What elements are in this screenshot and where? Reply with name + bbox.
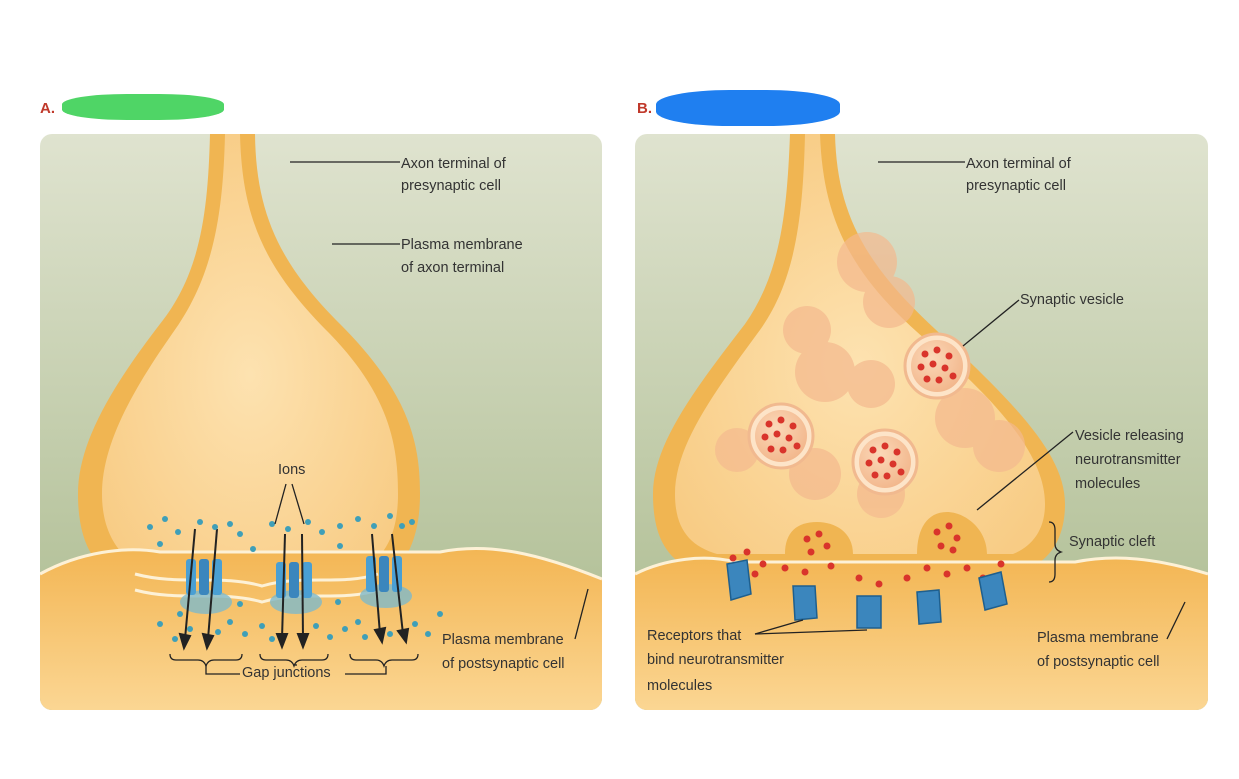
label-axon-terminal-line1: Axon terminal of <box>966 156 1071 172</box>
panel-b-leader-lines <box>754 161 1186 640</box>
releasing-vesicle-1 <box>803 530 831 556</box>
redaction-mark-b <box>656 90 840 126</box>
label-vesicle-releasing-line3: molecules <box>1075 476 1141 492</box>
label-plasma-membrane-axon-line2: of axon terminal <box>401 260 505 276</box>
label-plasma-membrane-post-line2: of postsynaptic cell <box>1037 654 1160 670</box>
axon-terminal-cytoplasm <box>102 134 398 572</box>
panel-b-illustration <box>635 134 1208 710</box>
label-plasma-membrane-post-line1: Plasma membrane <box>442 632 564 648</box>
label-axon-terminal-line1: Axon terminal of <box>401 156 506 172</box>
label-synaptic-cleft: Synaptic cleft <box>1069 534 1156 550</box>
receptor-2 <box>792 585 818 621</box>
label-synaptic-vesicle: Synaptic vesicle <box>1020 292 1124 308</box>
panel-b-letter: B. <box>637 100 652 117</box>
synaptic-vesicle-2 <box>747 402 815 470</box>
postsynaptic-cell <box>635 558 1208 710</box>
label-gap-junctions: Gap junctions <box>242 665 331 681</box>
postsynaptic-cell <box>40 548 602 710</box>
receptor-4 <box>916 589 942 625</box>
synaptic-vesicle-3 <box>851 428 919 496</box>
label-axon-terminal-line2: presynaptic cell <box>401 178 501 194</box>
releasing-vesicle-2 <box>933 522 961 554</box>
panel-b-chemical-synapse: Axon terminal of presynaptic cell Synapt… <box>635 134 1208 710</box>
panel-a-illustration <box>40 134 602 710</box>
receptor-3 <box>856 595 882 629</box>
redaction-mark-a <box>62 94 224 120</box>
label-vesicle-releasing-line1: Vesicle releasing <box>1075 428 1184 444</box>
panel-a-leader-lines <box>169 161 589 675</box>
panel-a-electrical-synapse: Axon terminal of presynaptic cell Plasma… <box>40 134 602 710</box>
label-receptors-line3: molecules <box>647 678 713 694</box>
label-vesicle-releasing-line2: neurotransmitter <box>1075 452 1181 468</box>
label-plasma-membrane-axon-line1: Plasma membrane <box>401 237 523 253</box>
panel-a-letter: A. <box>40 100 55 117</box>
ions <box>147 513 443 642</box>
synaptic-vesicle-1 <box>903 332 971 400</box>
label-plasma-membrane-post-line2: of postsynaptic cell <box>442 656 565 672</box>
label-receptors-line1: Receptors that <box>647 628 742 644</box>
receptor-5 <box>978 571 1008 611</box>
label-plasma-membrane-post-line1: Plasma membrane <box>1037 630 1159 646</box>
label-axon-terminal-line2: presynaptic cell <box>966 178 1066 194</box>
label-ions: Ions <box>278 462 306 478</box>
receptor-1 <box>726 559 752 601</box>
neurotransmitter-molecules <box>729 548 1005 588</box>
label-receptors-line2: bind neurotransmitter <box>647 652 785 668</box>
ion-flow-arrows <box>178 528 410 651</box>
